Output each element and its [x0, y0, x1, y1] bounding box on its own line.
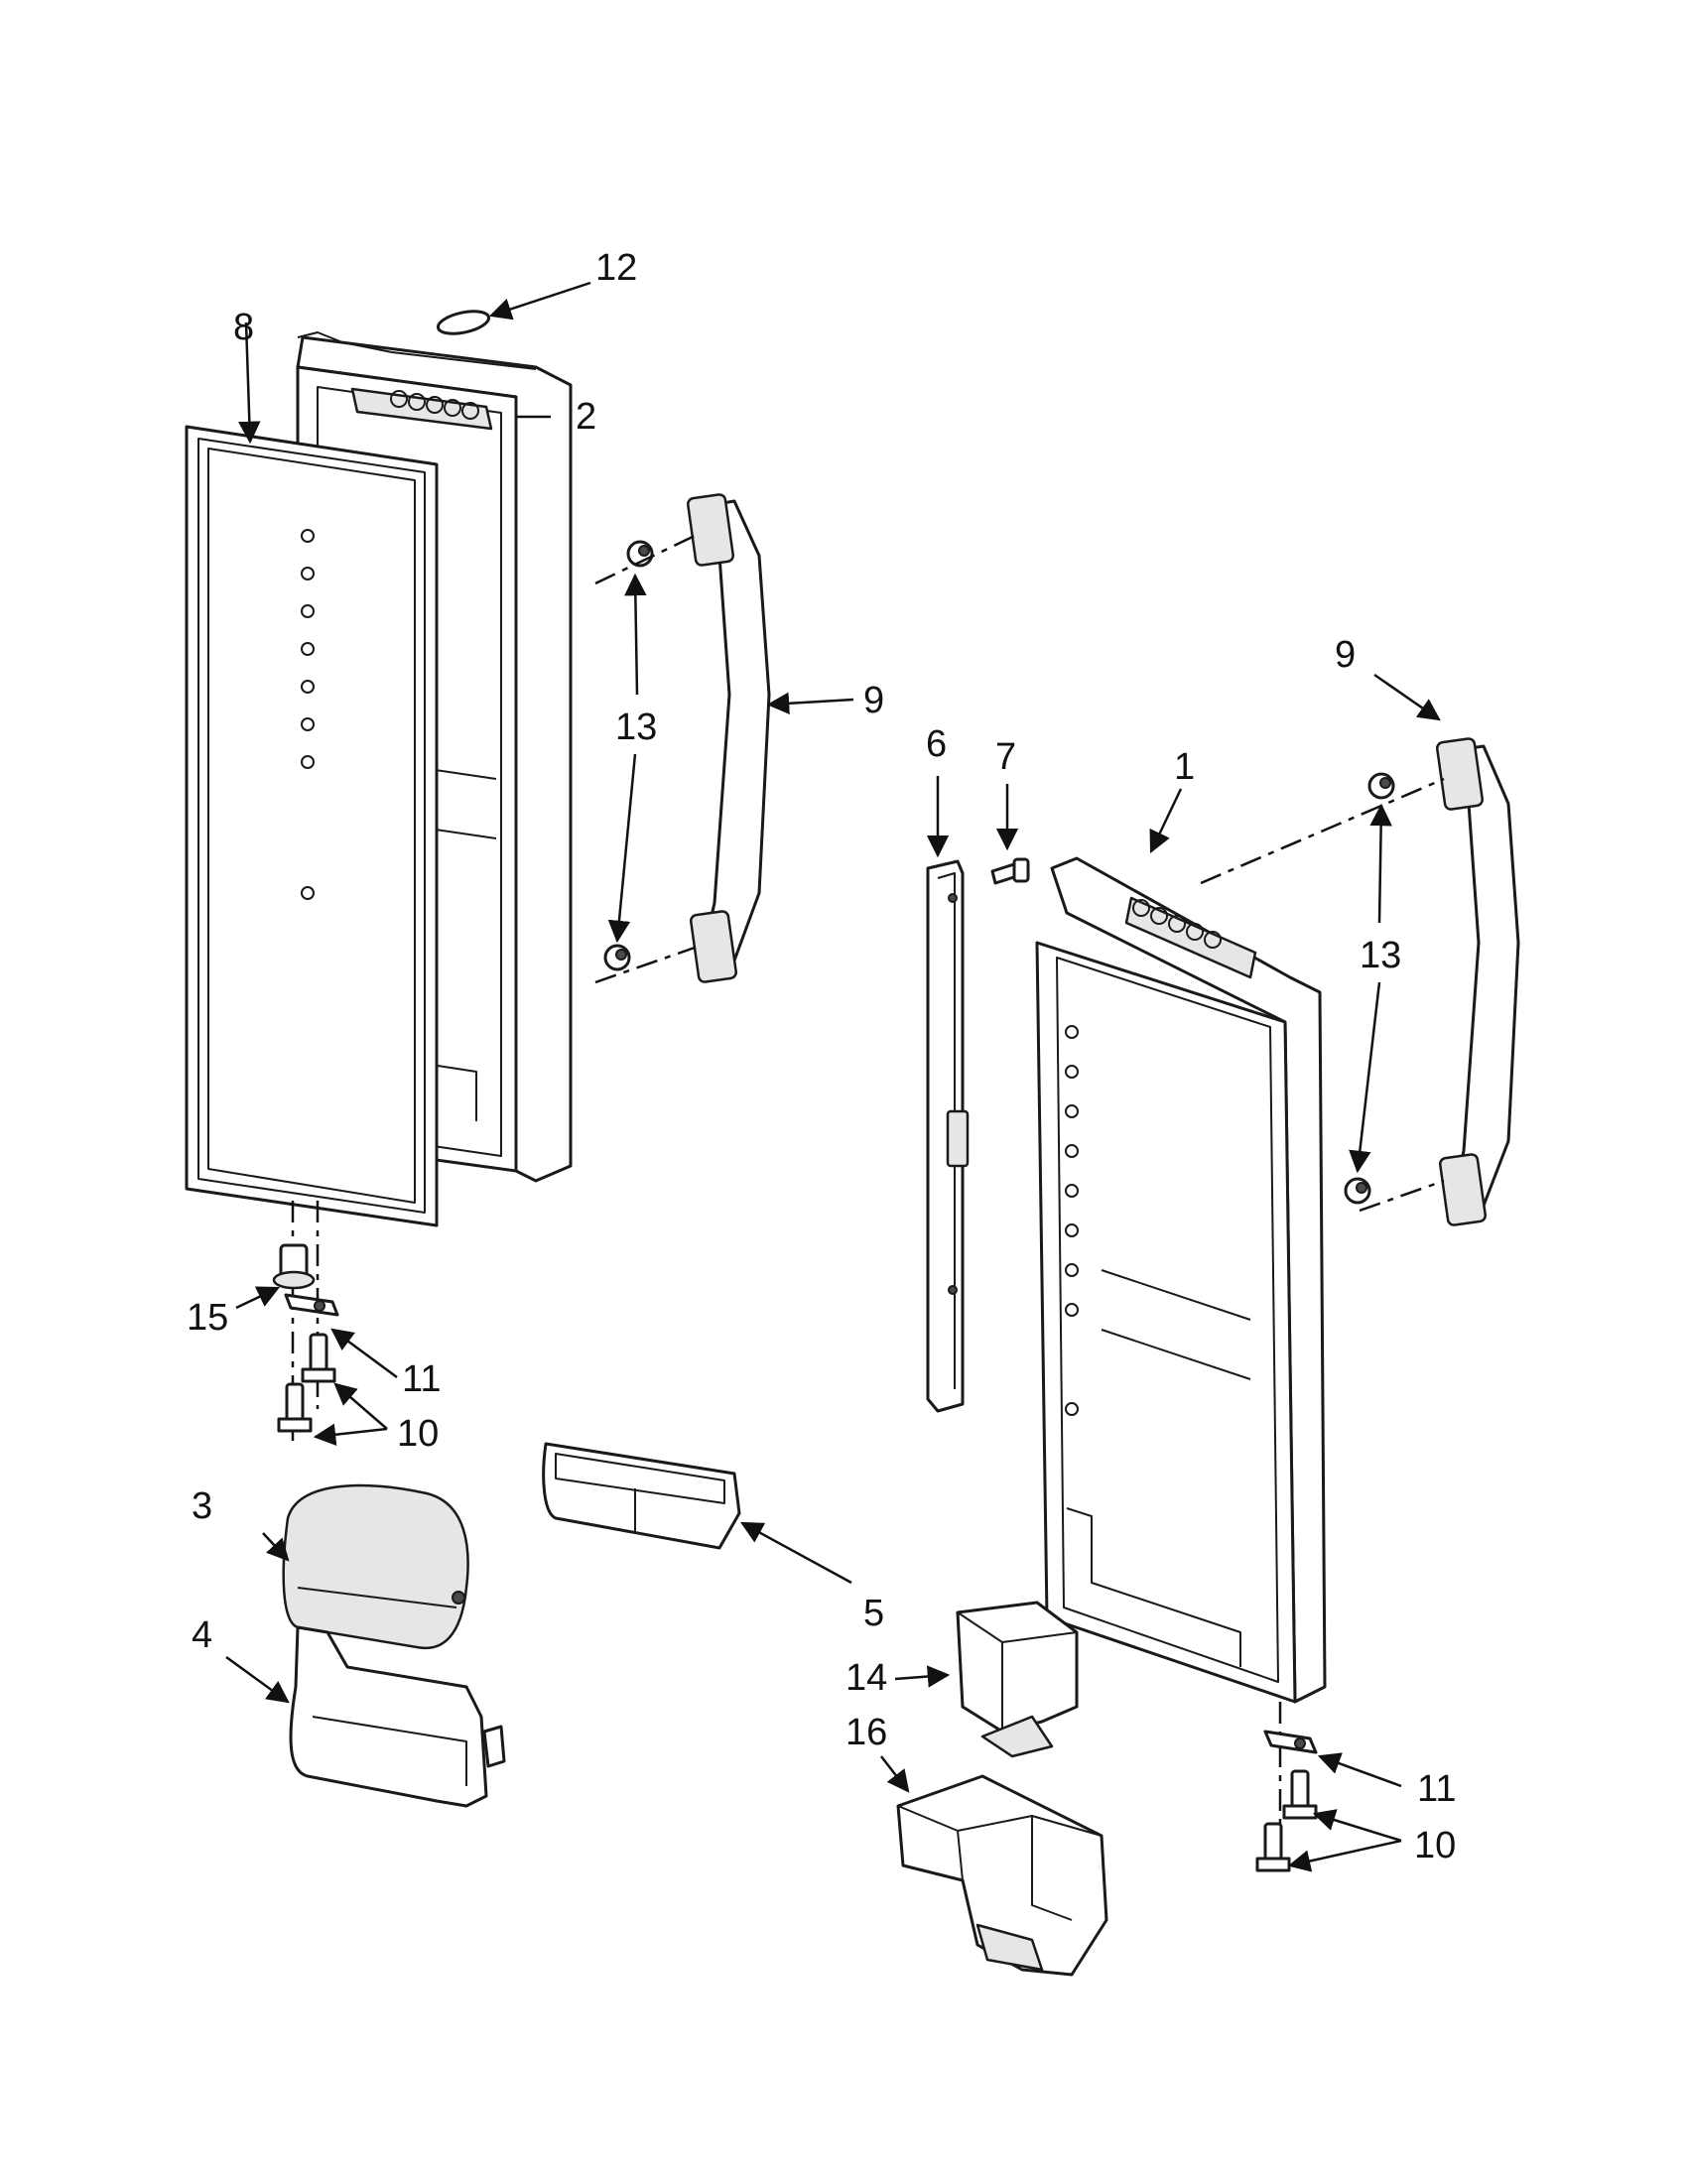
callout-3: 3: [192, 1485, 212, 1527]
callout-7: 7: [995, 736, 1016, 778]
callout-9-right: 9: [1335, 634, 1356, 676]
large-bin-part: [896, 1774, 1108, 1977]
leader-lines: [225, 281, 1441, 1872]
left-handle-top-dash: [594, 534, 696, 585]
callout-1: 1: [1174, 746, 1195, 788]
mullion-screw: [990, 857, 1030, 885]
left-door-handle: [686, 493, 771, 983]
callout-13-right: 13: [1360, 935, 1401, 976]
callout-9-left: 9: [863, 680, 884, 721]
callout-2: 2: [576, 396, 596, 438]
right-hinge-plate: [1263, 1730, 1318, 1754]
left-door-gasket: [185, 425, 439, 1227]
small-bin-part: [956, 1601, 1079, 1758]
callout-15: 15: [187, 1297, 228, 1339]
left-door-bin: [289, 1625, 506, 1808]
callout-12: 12: [595, 247, 637, 289]
callout-16: 16: [845, 1712, 887, 1753]
right-door-shelf-studs: [1065, 1025, 1079, 1416]
right-hinge-screw-upper: [1282, 1769, 1318, 1820]
seal-part: [436, 310, 491, 335]
right-handle-bottom-dash: [1359, 1179, 1445, 1213]
callout-14: 14: [845, 1657, 887, 1699]
callout-6: 6: [926, 723, 947, 765]
callout-11-left: 11: [402, 1358, 441, 1400]
left-hinge-bushing: [272, 1243, 316, 1290]
left-handle-mount-screws: [603, 540, 654, 971]
callout-13-left: 13: [615, 707, 657, 748]
flipper-mullion: [926, 859, 970, 1413]
left-door-bin-bumps: [390, 390, 479, 420]
callout-8: 8: [233, 307, 254, 348]
right-hinge-screw-lower: [1255, 1822, 1291, 1872]
callout-11-right: 11: [1417, 1768, 1456, 1810]
left-bin-cover: [282, 1483, 469, 1650]
left-handle-bottom-dash: [594, 946, 696, 984]
callout-5: 5: [863, 1593, 884, 1634]
callout-10-right: 10: [1414, 1825, 1456, 1866]
right-door-handle: [1435, 737, 1520, 1226]
right-handle-top-dash: [1200, 777, 1445, 885]
right-door-part: [1035, 856, 1327, 1704]
left-hinge-plate: [284, 1293, 339, 1317]
left-gasket-shelf-studs: [301, 529, 315, 900]
left-hinge-screw-lower: [277, 1382, 313, 1433]
center-door-bin: [542, 1442, 741, 1550]
callout-4: 4: [192, 1614, 212, 1656]
right-handle-mount-screws: [1344, 772, 1395, 1205]
right-door-bin-bumps: [1132, 899, 1222, 949]
callout-10-left: 10: [397, 1413, 439, 1455]
left-hinge-screw-upper: [301, 1333, 336, 1383]
